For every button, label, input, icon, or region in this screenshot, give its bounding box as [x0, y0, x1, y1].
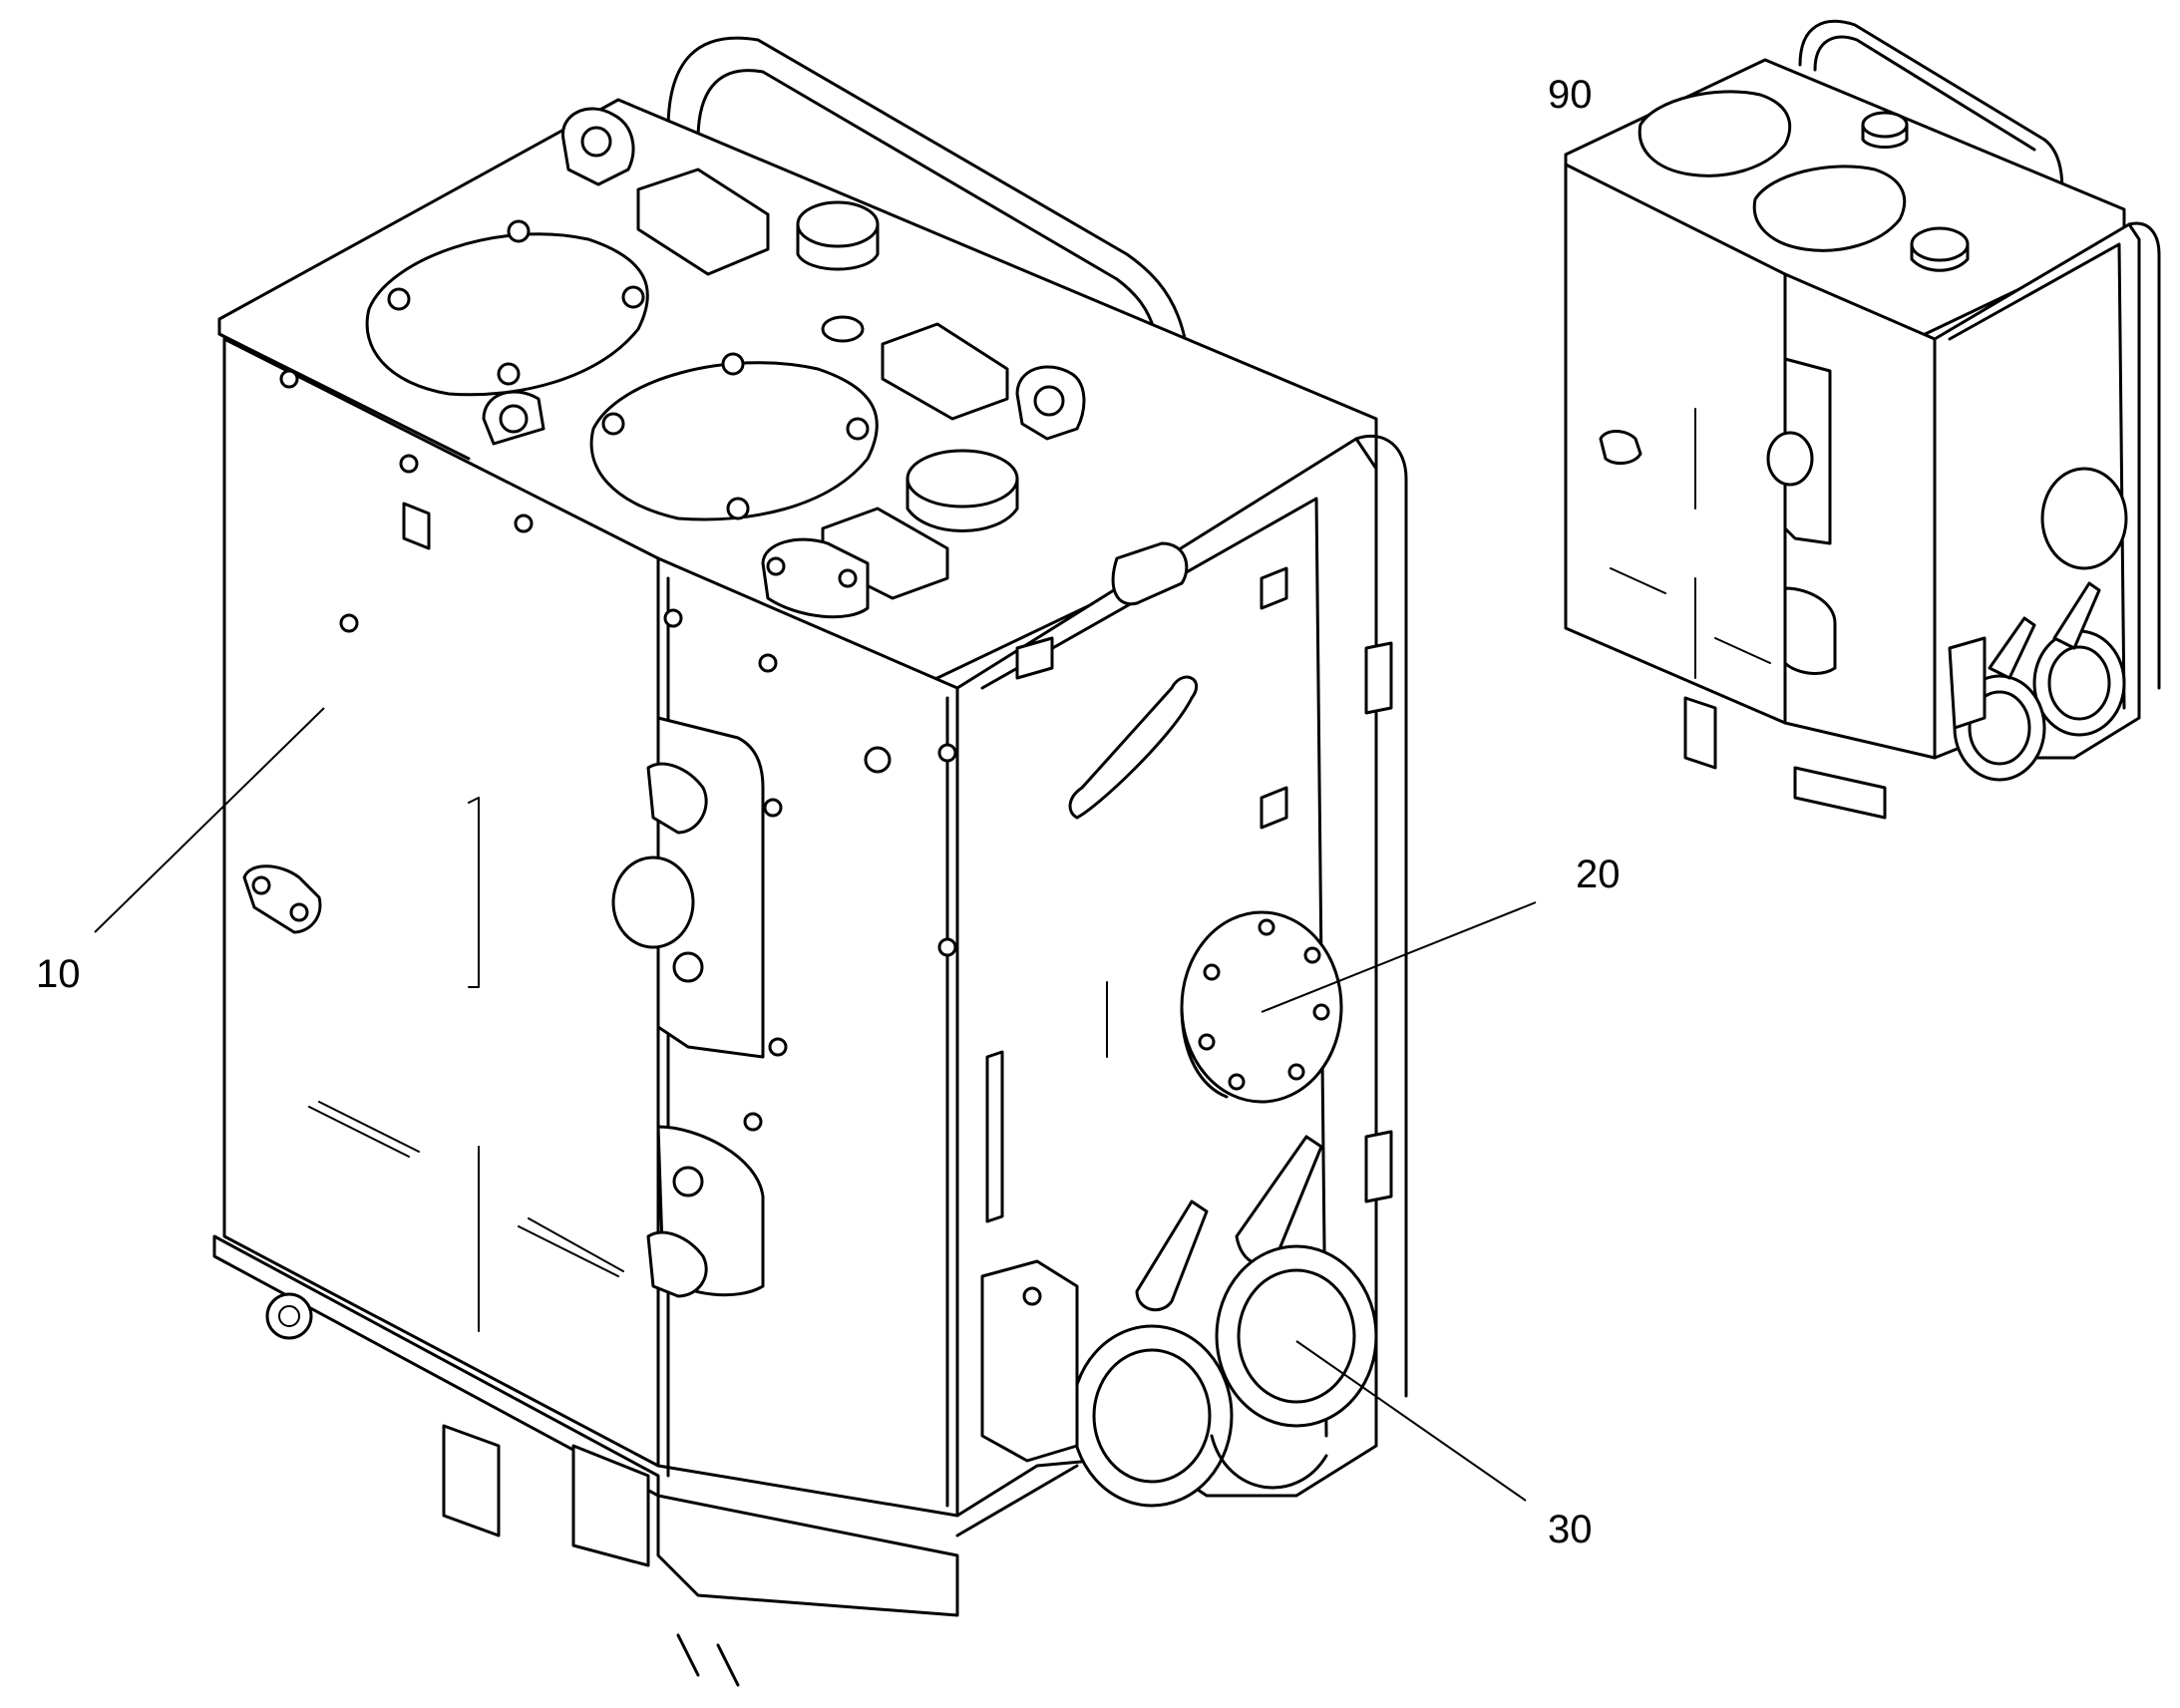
valve-lever-2 [1135, 1199, 1209, 1312]
detail-view [1564, 19, 2161, 820]
leader-lines [94, 707, 1537, 1502]
inspection-cover-left [365, 232, 649, 397]
callout-30: 30 [1548, 1508, 1593, 1551]
leader-10 [94, 707, 325, 933]
callout-10: 10 [36, 952, 81, 996]
callout-90: 90 [1548, 73, 1593, 117]
callout-20: 20 [1576, 853, 1621, 896]
main-assembly [212, 36, 1408, 1687]
leader-30 [1295, 1340, 1527, 1502]
inspection-cover-right [589, 361, 879, 521]
leader-20 [1261, 901, 1537, 1013]
